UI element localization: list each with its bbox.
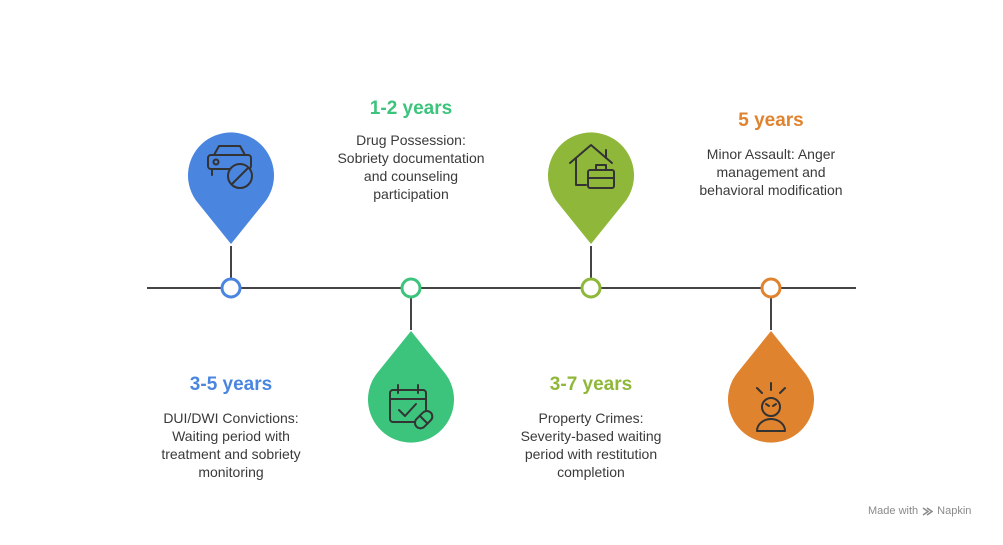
- desc-line: DUI/DWI Convictions:: [163, 410, 299, 426]
- timeline-marker-1: [400, 277, 422, 330]
- desc-line: Drug Possession:: [356, 132, 466, 148]
- item-3-5-years: 3-5 years DUI/DWI Convictions: Waiting p…: [131, 374, 331, 481]
- desc-line: Severity-based waiting: [520, 428, 662, 444]
- made-with-badge: Made with Napkin: [868, 505, 971, 517]
- item-3-7-years: 3-7 years Property Crimes: Severity-base…: [491, 374, 691, 481]
- pin-1: [368, 331, 455, 443]
- description: Minor Assault: Anger management and beha…: [666, 145, 876, 199]
- timeline-marker-2: [580, 246, 602, 299]
- description: DUI/DWI Convictions: Waiting period with…: [131, 409, 331, 481]
- desc-line: Minor Assault: Anger: [706, 146, 836, 162]
- brand-label: Napkin: [937, 505, 972, 517]
- desc-line: Sobriety documentation: [337, 150, 485, 166]
- calendar-check-pill-icon: [389, 384, 434, 430]
- period-label: 3-5 years: [189, 374, 273, 395]
- description: Property Crimes: Severity-based waiting …: [491, 409, 691, 481]
- desc-line: monitoring: [198, 464, 264, 480]
- desc-line: completion: [557, 464, 625, 480]
- timeline-marker-0: [220, 246, 242, 299]
- car-prohibited-icon: [207, 145, 253, 189]
- desc-line: and counseling: [363, 168, 459, 184]
- period-label: 5 years: [738, 110, 804, 131]
- house-briefcase-icon: [569, 144, 615, 189]
- pin-0: [188, 132, 274, 244]
- desc-line: treatment and sobriety: [161, 446, 301, 462]
- period-label: 3-7 years: [549, 374, 633, 395]
- desc-line: period with restitution: [524, 446, 658, 462]
- angry-person-icon: [756, 382, 786, 432]
- description: Drug Possession: Sobriety documentation …: [311, 131, 511, 203]
- item-1-2-years: 1-2 years Drug Possession: Sobriety docu…: [311, 98, 511, 203]
- desc-line: participation: [373, 186, 449, 202]
- made-with-label: Made with: [868, 505, 919, 517]
- timeline-marker-3: [760, 277, 782, 330]
- desc-line: Waiting period with: [172, 428, 290, 444]
- desc-line: management and: [716, 164, 826, 180]
- period-label: 1-2 years: [369, 98, 453, 119]
- item-5-years: 5 years Minor Assault: Anger management …: [666, 110, 876, 199]
- desc-line: Property Crimes:: [538, 410, 644, 426]
- desc-line: behavioral modification: [699, 182, 843, 198]
- napkin-logo-icon: [922, 506, 934, 516]
